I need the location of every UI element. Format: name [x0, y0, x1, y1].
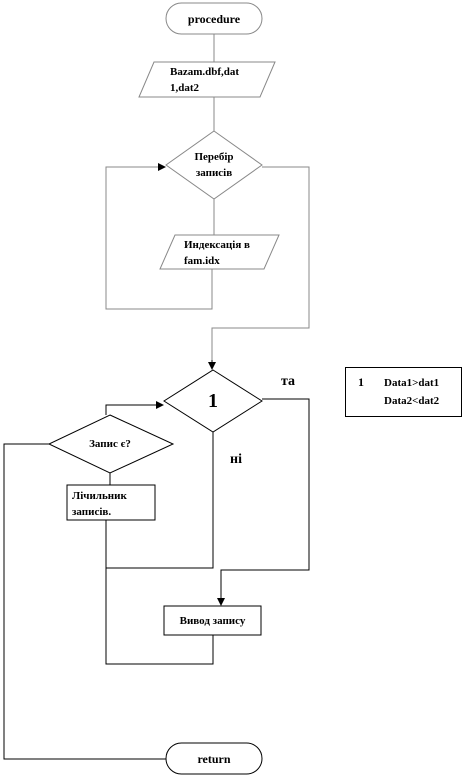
input-files-shape: [138, 61, 276, 98]
connector-output-loopback: [105, 568, 214, 665]
condition-note: 1 Data1>dat1 Data2<dat2: [345, 367, 462, 417]
connector-indexing-loopback: [105, 166, 213, 310]
connector-exists-to-end: [3, 443, 166, 760]
input-files-label: Bazam.dbf,dat 1,dat2: [170, 66, 240, 94]
record-counter-label: Лічильник записів.: [72, 490, 127, 518]
record-counter-shape: [66, 484, 156, 521]
condition-note-line1: Data1>dat1: [384, 377, 440, 389]
connector-loop-back-condition: [105, 404, 160, 415]
loop-decision-label: Перебір записів: [194, 151, 234, 179]
no-label: ні: [230, 452, 242, 467]
indexing-shape: [159, 234, 280, 270]
yes-label: та: [281, 374, 296, 389]
output-record-shape: [163, 605, 262, 636]
condition-note-number: 1: [358, 375, 364, 389]
connector-no-branch: [105, 432, 214, 569]
start-terminator: procedure: [187, 11, 241, 26]
condition-note-line2: Data2<dat2: [384, 395, 440, 407]
end-terminator: return: [197, 751, 231, 766]
connector-loop-exit: [211, 166, 310, 364]
output-record-label: Вивод запису: [179, 614, 246, 627]
connector-yes-branch: [220, 398, 310, 605]
indexing-label: Индексація в fam.idx: [184, 239, 250, 267]
record-exists-label: Запис є?: [89, 438, 131, 450]
condition-label: 1: [208, 390, 218, 412]
